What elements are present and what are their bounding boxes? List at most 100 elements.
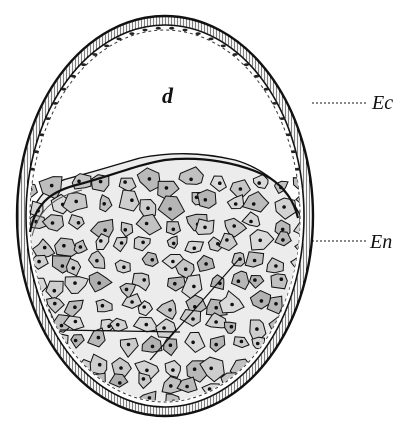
cell-nucleus bbox=[142, 305, 146, 309]
cell-nucleus bbox=[130, 198, 134, 202]
cell-nucleus bbox=[52, 400, 56, 404]
cell-nucleus bbox=[232, 224, 236, 228]
cell-nucleus bbox=[31, 362, 35, 366]
cell-nucleus bbox=[102, 202, 106, 206]
cell-nucleus bbox=[239, 187, 243, 191]
cell-nucleus bbox=[227, 421, 231, 425]
cell-nucleus bbox=[253, 259, 257, 263]
cell-nucleus bbox=[98, 363, 102, 367]
cell-nucleus bbox=[124, 228, 128, 232]
cell-nucleus bbox=[184, 267, 188, 271]
cell-nucleus bbox=[77, 180, 81, 184]
cell-nucleus bbox=[29, 387, 33, 391]
cell-nucleus bbox=[145, 222, 149, 226]
cell-nucleus bbox=[255, 327, 259, 331]
cell-nucleus bbox=[256, 342, 260, 346]
cell-nucleus bbox=[274, 264, 278, 268]
cell-nucleus bbox=[192, 285, 196, 289]
cell-nucleus bbox=[173, 282, 177, 286]
endoderm-cell bbox=[46, 378, 61, 392]
cell-nucleus bbox=[145, 323, 149, 327]
wall-nucleus bbox=[39, 133, 44, 136]
cell-nucleus bbox=[191, 341, 195, 345]
cell-nucleus bbox=[203, 226, 207, 230]
cell-nucleus bbox=[214, 306, 218, 310]
wall-nucleus bbox=[264, 88, 269, 91]
cell-nucleus bbox=[145, 369, 149, 373]
endoderm-cell bbox=[23, 380, 40, 397]
cell-nucleus bbox=[31, 338, 35, 342]
wall-nucleus bbox=[92, 53, 97, 56]
cell-nucleus bbox=[148, 177, 152, 181]
endoderm-cell bbox=[109, 419, 133, 425]
cell-nucleus bbox=[53, 302, 57, 306]
cell-nucleus bbox=[253, 278, 257, 282]
wall-nucleus bbox=[45, 117, 50, 120]
cell-nucleus bbox=[280, 277, 284, 281]
cell-nucleus bbox=[99, 239, 103, 243]
cell-nucleus bbox=[295, 326, 299, 330]
wall-nucleus bbox=[244, 63, 249, 66]
cell-nucleus bbox=[74, 320, 78, 324]
wall-nucleus bbox=[280, 117, 285, 120]
endoderm-cell bbox=[65, 396, 83, 415]
cell-nucleus bbox=[306, 300, 310, 304]
endoderm-cell bbox=[52, 421, 74, 425]
cell-nucleus bbox=[189, 178, 193, 182]
cell-nucleus bbox=[281, 238, 285, 242]
cell-nucleus bbox=[262, 418, 266, 422]
cell-nucleus bbox=[168, 308, 172, 312]
endoderm-cell bbox=[22, 420, 39, 425]
cell-nucleus bbox=[123, 180, 127, 184]
endoderm-cell bbox=[271, 274, 287, 289]
label-ectoderm: Ec bbox=[371, 92, 393, 114]
wall-nucleus bbox=[208, 38, 213, 41]
cell-nucleus bbox=[99, 421, 103, 425]
cell-nucleus bbox=[37, 260, 41, 264]
cell-nucleus bbox=[74, 200, 78, 204]
cell-nucleus bbox=[41, 406, 45, 410]
cell-nucleus bbox=[148, 396, 152, 400]
wall-nucleus bbox=[182, 29, 187, 32]
cell-nucleus bbox=[250, 383, 254, 387]
cell-nucleus bbox=[50, 184, 54, 188]
cell-nucleus bbox=[171, 368, 175, 372]
endoderm-cell bbox=[259, 381, 282, 400]
wall-nucleus bbox=[295, 168, 300, 171]
label-endoderm: En bbox=[369, 231, 392, 253]
endoderm-cell bbox=[219, 417, 240, 425]
cell-nucleus bbox=[75, 418, 79, 422]
cell-nucleus bbox=[225, 238, 229, 242]
cell-nucleus bbox=[146, 206, 150, 210]
wall-nucleus bbox=[53, 102, 58, 105]
cell-nucleus bbox=[183, 417, 187, 421]
cell-nucleus bbox=[51, 383, 55, 387]
cell-nucleus bbox=[53, 289, 57, 293]
endoderm-cell bbox=[66, 409, 89, 425]
endoderm-cell bbox=[254, 409, 273, 425]
cell-nucleus bbox=[162, 326, 166, 330]
cell-nucleus bbox=[125, 288, 129, 292]
cell-nucleus bbox=[302, 406, 306, 410]
cell-nucleus bbox=[209, 367, 213, 371]
wall-nucleus bbox=[61, 88, 66, 91]
cell-nucleus bbox=[234, 202, 238, 206]
endoderm-cell bbox=[209, 420, 227, 425]
label-cavity: d bbox=[162, 83, 174, 108]
endoderm-cell bbox=[273, 356, 295, 372]
cell-nucleus bbox=[99, 180, 103, 184]
endoderm-cell bbox=[296, 331, 314, 345]
cell-nucleus bbox=[73, 281, 77, 285]
endoderm-cell bbox=[25, 353, 44, 374]
cell-nucleus bbox=[193, 246, 197, 250]
cell-nucleus bbox=[300, 381, 304, 385]
cell-nucleus bbox=[142, 278, 146, 282]
cell-nucleus bbox=[214, 343, 218, 347]
cell-nucleus bbox=[141, 241, 145, 245]
cell-nucleus bbox=[230, 303, 234, 307]
endoderm-cell bbox=[289, 354, 303, 366]
endoderm-cell bbox=[265, 398, 284, 417]
cell-nucleus bbox=[57, 361, 61, 365]
wall-nucleus bbox=[221, 45, 226, 48]
cell-nucleus bbox=[270, 385, 274, 389]
